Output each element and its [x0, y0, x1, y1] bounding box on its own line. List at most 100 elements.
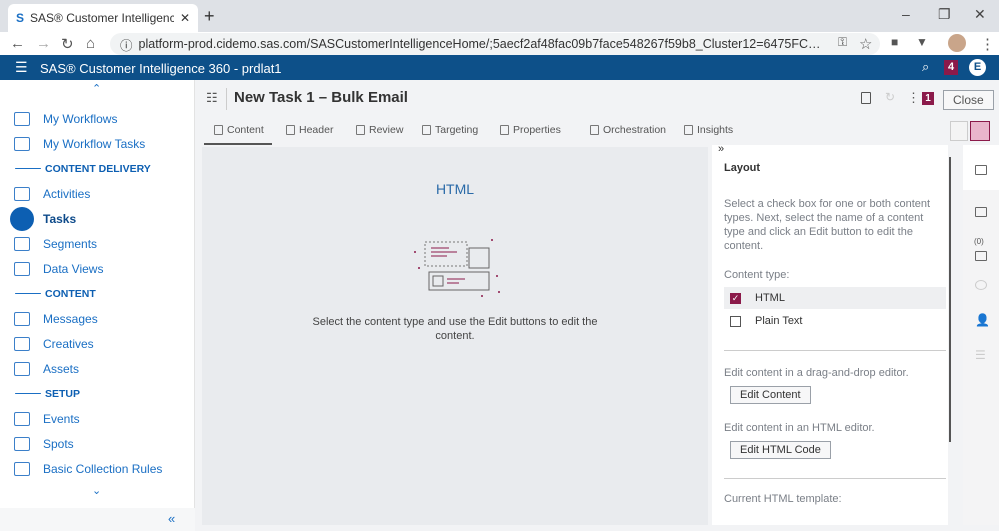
sidebar-item-tasks[interactable]: Tasks: [0, 206, 195, 231]
email-tab[interactable]: [963, 145, 999, 190]
sidebar-item-spots[interactable]: Spots: [0, 431, 195, 456]
sidebar-item-events[interactable]: Events: [0, 406, 195, 431]
list-icon[interactable]: ☷: [206, 90, 218, 105]
sidebar-item-icon: [14, 461, 30, 476]
plaintext-checkbox[interactable]: [730, 315, 741, 327]
key-icon[interactable]: ⚿: [838, 35, 848, 49]
add-user-icon[interactable]: 👤: [975, 313, 990, 327]
panel-instructions: Select a check box for one or both conte…: [724, 198, 931, 252]
bookmark-star-icon[interactable]: ☆: [859, 36, 873, 53]
panel-scrollbar[interactable]: [949, 157, 951, 442]
section-line: [15, 393, 41, 394]
sidebar-item-messages[interactable]: Messages: [0, 306, 195, 331]
tab-orchestration[interactable]: Orchestration: [590, 124, 666, 136]
collapse-sidebar-icon[interactable]: «: [168, 511, 176, 526]
sidebar-item-icon: [14, 361, 30, 376]
home-icon[interactable]: ⌂: [86, 35, 96, 52]
browser-menu-icon[interactable]: ⋮: [980, 36, 995, 53]
sidebar-item-data-views[interactable]: Data Views: [0, 256, 195, 281]
content-panel-toggle-icon[interactable]: [970, 121, 990, 141]
tab-properties[interactable]: Properties: [500, 124, 561, 136]
url-text: platform-prod.cidemo.sas.com/SASCustomer…: [138, 37, 829, 51]
divider: [724, 350, 946, 351]
list-disabled-icon[interactable]: ☰: [975, 348, 986, 362]
save-icon[interactable]: [861, 92, 871, 104]
sidebar-item-segments[interactable]: Segments: [0, 231, 195, 256]
layout-icon[interactable]: [975, 207, 987, 217]
extension-icon[interactable]: ■: [891, 35, 899, 49]
sidebar-item-my-workflow-tasks[interactable]: My Workflow Tasks: [0, 131, 195, 156]
close-window-icon[interactable]: ✕: [974, 6, 986, 22]
layout-panel: » Layout Select a check box for one or b…: [712, 143, 951, 525]
personalize-icon[interactable]: [975, 280, 987, 290]
divider: [724, 478, 946, 479]
sidebar-item-label: Assets: [43, 361, 80, 376]
app-title: SAS® Customer Intelligence 360 - prdlat1: [40, 61, 282, 76]
sidebar-item-assets[interactable]: Assets: [0, 356, 195, 381]
close-tab-icon[interactable]: ✕: [179, 11, 190, 25]
html-editor-text: Edit content in an HTML editor.: [724, 422, 875, 434]
minimize-icon[interactable]: –: [902, 6, 910, 22]
sidebar-item-activities[interactable]: Activities: [0, 181, 195, 206]
scroll-down-icon[interactable]: ⌄: [92, 485, 102, 497]
html-checkbox[interactable]: ✓: [730, 292, 741, 304]
content-type-html-row[interactable]: ✓ HTML: [724, 287, 946, 309]
sidebar-item-label: Creatives: [43, 336, 94, 351]
new-tab-icon[interactable]: +: [204, 6, 215, 26]
sidebar-item-my-workflows[interactable]: My Workflows: [0, 106, 195, 131]
edit-html-code-button[interactable]: Edit HTML Code: [730, 441, 831, 459]
browser-tab[interactable]: S SAS® Customer Intelligence 360 ✕: [8, 4, 198, 32]
sidebar-item-icon: [14, 336, 30, 351]
insights-icon: [684, 125, 693, 135]
task-tabs: Content Header Review Targeting Properties Or…: [196, 116, 956, 146]
sidebar-item-icon: [10, 206, 34, 231]
copy-panel-icon[interactable]: [950, 121, 968, 141]
more-options-icon[interactable]: ⋮: [907, 90, 920, 105]
tab-header[interactable]: Header: [286, 124, 333, 136]
edit-content-button[interactable]: Edit Content: [730, 386, 811, 404]
back-icon[interactable]: ←: [10, 35, 25, 52]
search-icon[interactable]: ⌕: [922, 59, 930, 74]
user-avatar[interactable]: E: [969, 59, 986, 76]
tab-label: Properties: [513, 124, 561, 136]
notification-badge[interactable]: 4: [944, 60, 958, 75]
refresh-icon[interactable]: ↻: [885, 90, 896, 104]
profile-avatar[interactable]: [948, 34, 966, 52]
scroll-up-icon[interactable]: ⌃: [92, 83, 102, 95]
sidebar-item-basic-collection-rules[interactable]: Basic Collection Rules: [0, 456, 195, 481]
restore-icon[interactable]: ❐: [938, 6, 951, 22]
section-line: [15, 168, 41, 169]
sidebar-item-icon: [14, 111, 30, 126]
tab-targeting[interactable]: Targeting: [422, 124, 478, 136]
orchestration-icon: [590, 125, 599, 135]
errors-badge[interactable]: 1: [922, 92, 934, 105]
hamburger-menu-icon[interactable]: ☰: [15, 59, 28, 75]
sidebar-item-creatives[interactable]: Creatives: [0, 331, 195, 356]
tab-label: Content: [227, 124, 264, 136]
main-area: ☷ New Task 1 – Bulk Email ↻ ⋮ 1 Close Co…: [196, 80, 999, 531]
current-template-label: Current HTML template:: [724, 493, 842, 505]
content-type-plaintext-row[interactable]: Plain Text: [724, 310, 946, 332]
reload-icon[interactable]: ↻: [61, 36, 74, 53]
tab-content[interactable]: Content: [214, 124, 264, 136]
url-input[interactable]: ⓘ platform-prod.cidemo.sas.com/SASCustom…: [110, 33, 880, 55]
extension2-icon[interactable]: ▼: [916, 35, 928, 49]
content-type-label-plaintext[interactable]: Plain Text: [755, 315, 803, 327]
sidebar-item-label: Events: [43, 411, 80, 426]
panel-title: Layout: [724, 162, 761, 174]
tab-label: Insights: [697, 124, 734, 136]
image-assets-icon[interactable]: [975, 251, 987, 261]
canvas-message: Select the content type and use the Edit…: [312, 316, 598, 342]
sidebar-item-label: My Workflows: [43, 111, 118, 126]
assets-count: (0): [974, 237, 984, 246]
tab-insights[interactable]: Insights: [684, 124, 733, 136]
tab-label: Review: [369, 124, 404, 136]
expand-panel-icon[interactable]: »: [718, 143, 725, 155]
tab-review[interactable]: Review: [356, 124, 403, 136]
active-tab-indicator: [204, 143, 272, 145]
sidebar-item-label: SETUP: [45, 387, 81, 400]
tab-label: Header: [299, 124, 334, 136]
forward-icon[interactable]: →: [36, 35, 51, 52]
close-button[interactable]: Close: [943, 90, 994, 110]
content-type-label-html[interactable]: HTML: [755, 292, 785, 304]
